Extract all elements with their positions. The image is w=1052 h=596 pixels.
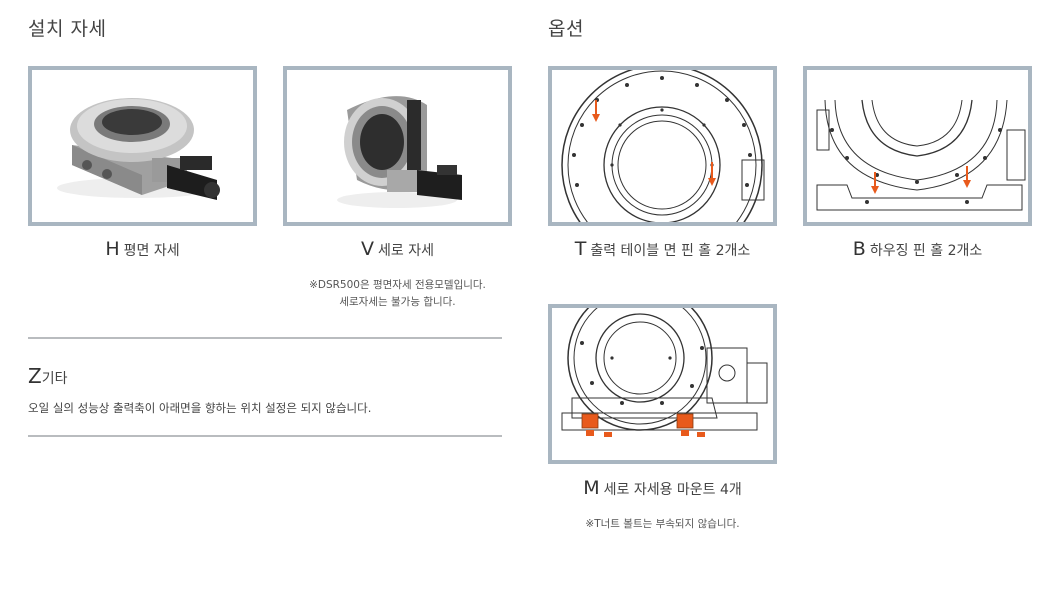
vertical-note-line-1: ※DSR500은 평면자세 전용모델입니다. — [309, 279, 486, 291]
housing-label: 하우징 핀 홀 2개소 — [869, 243, 983, 259]
other-section-title: Z기타 — [28, 364, 67, 388]
vertical-posture-note: ※DSR500은 평면자세 전용모델입니다. 세로자세는 불가능 합니다. — [283, 277, 512, 311]
install-section-title: 설치 자세 — [28, 18, 107, 40]
vertical-mount-letter: M — [583, 477, 600, 499]
divider-top — [28, 337, 502, 339]
vertical-mount-note: ※T너트 볼트는 부속되지 않습니다. — [585, 518, 740, 530]
horizontal-posture-image — [28, 66, 257, 226]
vertical-posture-letter: V — [361, 238, 374, 260]
other-label: 기타 — [41, 371, 68, 387]
divider-bottom — [28, 435, 502, 437]
horizontal-posture-label: 평면 자세 — [123, 243, 180, 259]
horizontal-posture-letter: H — [105, 238, 120, 260]
housing-letter: B — [852, 238, 866, 260]
vertical-posture-image — [283, 66, 512, 226]
housing-pin-hole-image — [803, 66, 1032, 226]
options-section-title: 옵션 — [548, 18, 584, 40]
vertical-mount-image — [548, 304, 777, 464]
vertical-posture-label: 세로 자세 — [378, 243, 434, 259]
other-description: 오일 실의 성능상 출력축이 아래면을 향하는 위치 설정은 되지 않습니다. — [28, 401, 372, 415]
output-table-letter: T — [574, 238, 587, 260]
output-table-label: 출력 테이블 면 핀 홀 2개소 — [590, 243, 751, 259]
vertical-note-line-2: 세로자세는 불가능 합니다. — [339, 296, 456, 308]
output-table-pin-hole-image — [548, 66, 777, 226]
other-letter: Z — [28, 364, 42, 388]
vertical-mount-label: 세로 자세용 마운트 4개 — [603, 482, 742, 498]
